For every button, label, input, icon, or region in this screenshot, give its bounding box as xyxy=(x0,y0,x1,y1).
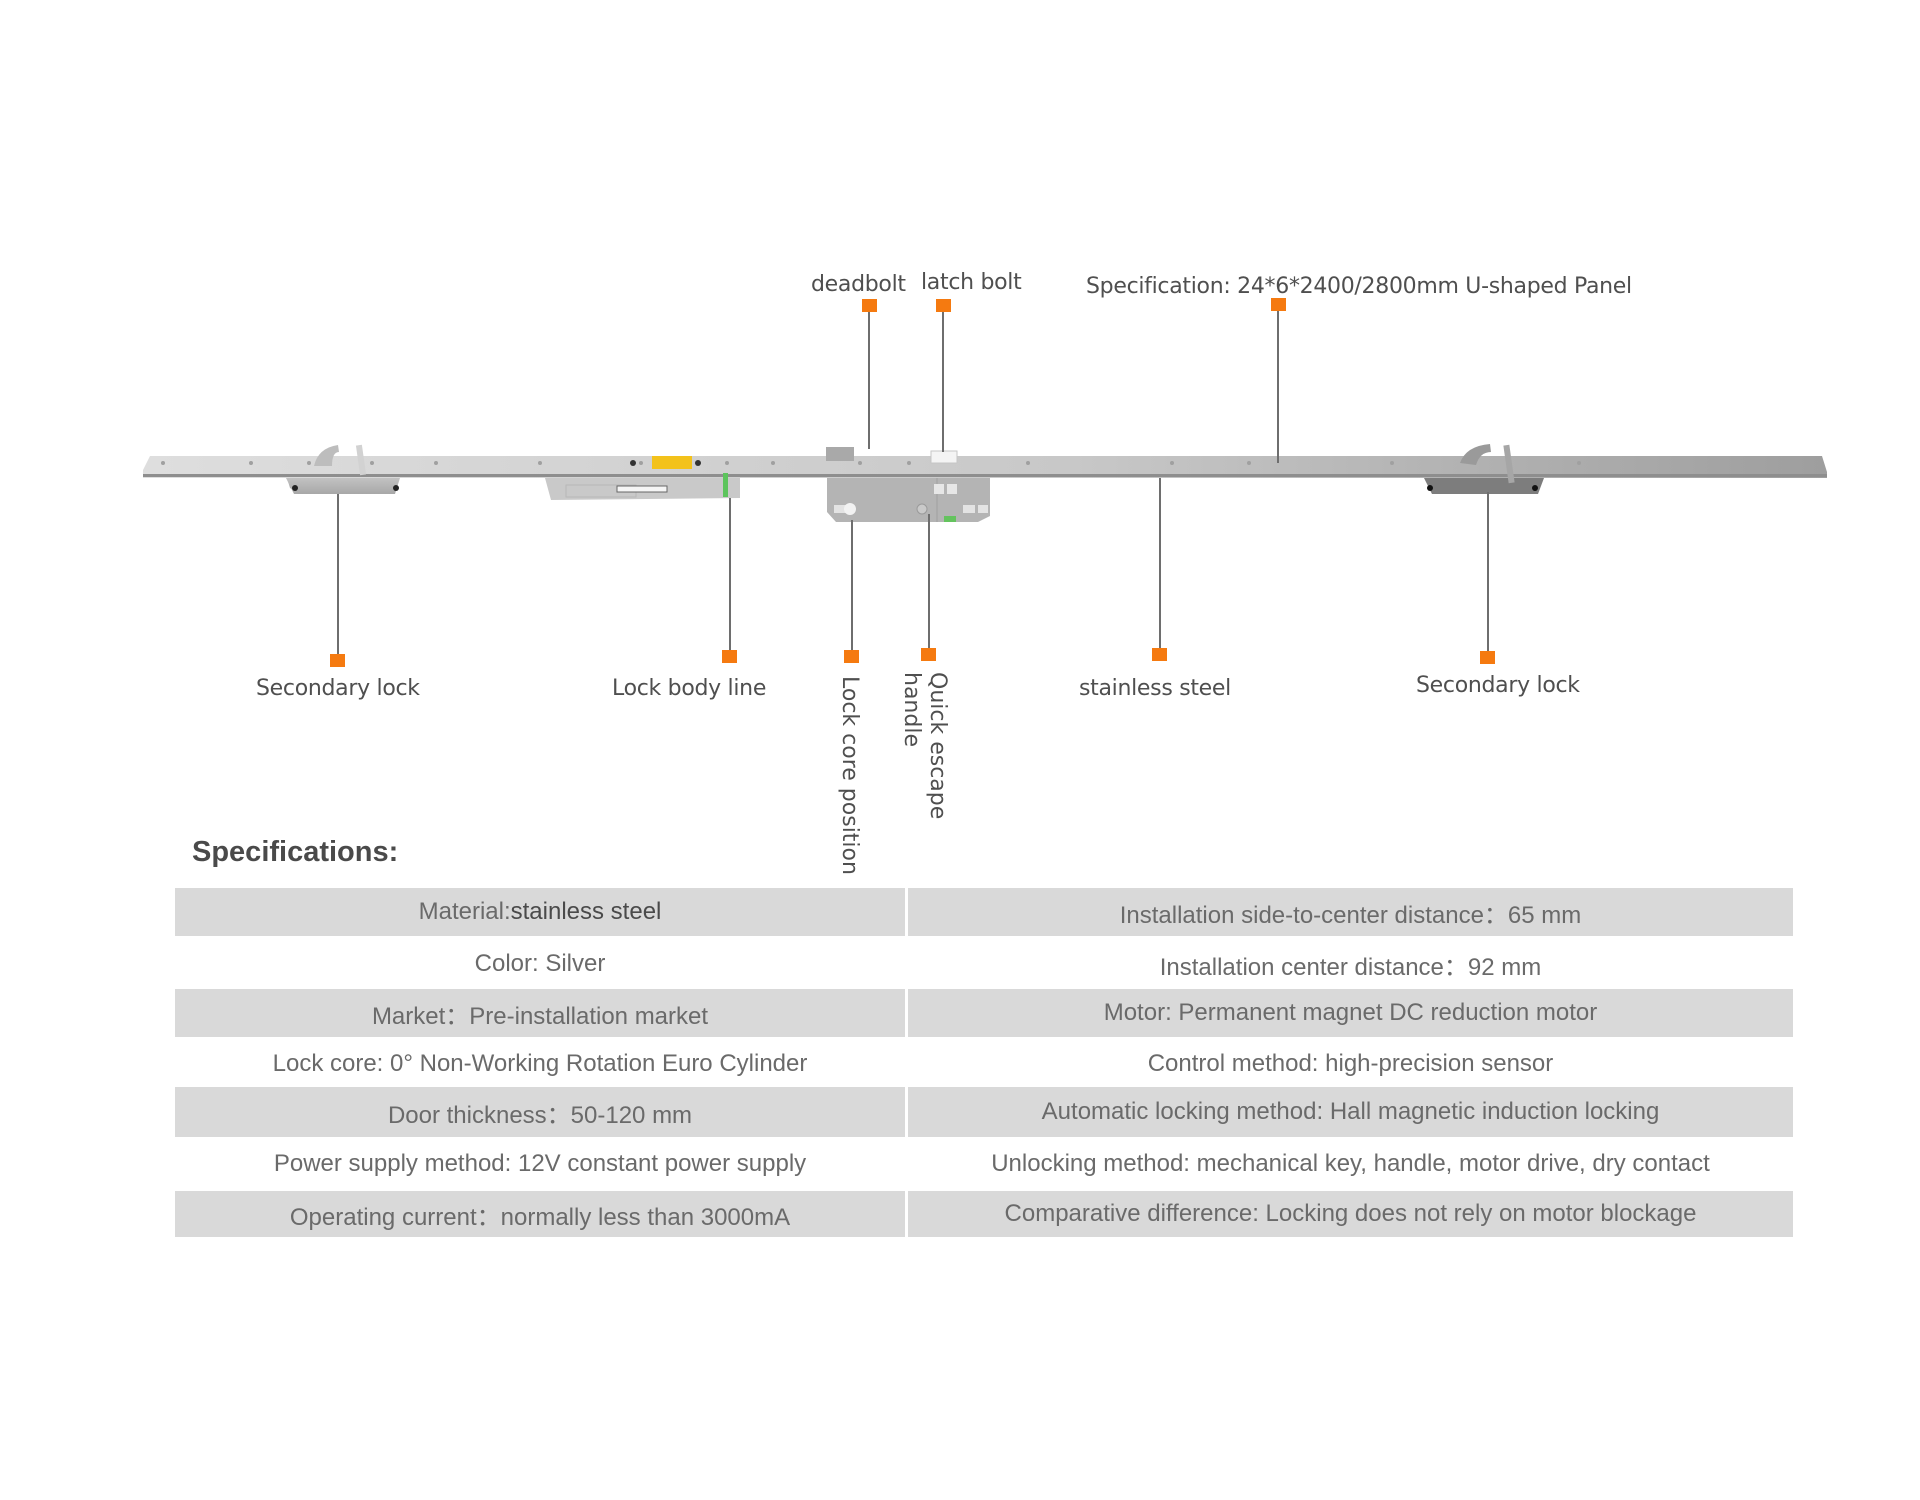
callout-stainless-steel-marker xyxy=(1152,648,1167,661)
spec-cell-left: Color: Silver xyxy=(175,940,905,988)
callout-lock-core-position-line xyxy=(851,520,853,650)
callout-secondary-lock-left-label: Secondary lock xyxy=(256,676,420,701)
spec-cell-right: Unlocking method: mechanical key, handle… xyxy=(991,1150,1710,1177)
spec-left-text: Operating current：normally less than 300… xyxy=(289,1203,791,1231)
callout-secondary-lock-left-line xyxy=(337,494,339,654)
secondary-lock-right-body xyxy=(1424,444,1544,494)
callout-stainless-steel-line xyxy=(1159,478,1161,648)
screw-holes xyxy=(161,461,1796,465)
callout-specification-marker xyxy=(1271,298,1286,311)
specifications-heading: Specifications: xyxy=(192,836,399,868)
spec-row: Power supply method: 12V constant power … xyxy=(175,1140,1793,1188)
callout-lock-body-line-label: Lock body line xyxy=(612,676,767,701)
spec-left-value: stainless steel xyxy=(510,898,662,925)
spec-cell-left: Material: stainless steel xyxy=(175,888,905,936)
callout-deadbolt-label: deadbolt xyxy=(811,272,906,297)
spec-cell-right: Automatic locking method: Hall magnetic … xyxy=(908,1087,1793,1137)
lock-diagram: deadbolt latch bolt Specification: 24*6*… xyxy=(0,0,1920,875)
spec-cell-left: Lock core: 0° Non-Working Rotation Euro … xyxy=(175,1040,905,1088)
spec-row: Lock core: 0° Non-Working Rotation Euro … xyxy=(175,1040,1793,1088)
spec-cell-right: Comparative difference: Locking does not… xyxy=(908,1191,1793,1237)
callout-quick-escape-handle-label: Quick escape handle xyxy=(899,672,950,820)
spec-left-text: Market：Pre-installation market xyxy=(371,1002,709,1030)
callout-deadbolt-line xyxy=(868,312,870,449)
spec-cell-right: Installation side-to-center distance：65 … xyxy=(908,888,1793,936)
callout-secondary-lock-right-line xyxy=(1487,492,1489,652)
spec-cell-left: Operating current：normally less than 300… xyxy=(175,1191,905,1237)
spec-cell-left: Market：Pre-installation market xyxy=(175,989,905,1037)
spec-cell-right: Installation center distance：92 mm xyxy=(1159,953,1542,981)
spec-row: Market：Pre-installation market Motor: Per… xyxy=(175,989,1793,1037)
callout-quick-escape-handle-line xyxy=(928,514,930,648)
callout-lock-body-line-marker xyxy=(722,650,737,663)
spec-cell-right: Motor: Permanent magnet DC reduction mot… xyxy=(908,989,1793,1037)
callout-specification-line xyxy=(1277,311,1279,463)
spec-cell-right: Control method: high-precision sensor xyxy=(1147,1050,1554,1077)
callout-secondary-lock-left-marker xyxy=(330,654,345,667)
callout-lock-core-position-label: Lock core position xyxy=(837,676,862,875)
callout-quick-escape-handle-marker xyxy=(921,648,936,661)
rail xyxy=(143,456,1827,478)
spec-cell-left: Door thickness：50-120 mm xyxy=(175,1087,905,1137)
spec-row: Operating current：normally less than 300… xyxy=(175,1191,1793,1237)
spec-left-text: Color: Silver xyxy=(474,950,606,977)
spec-row: Color: Silver Installation center distanc… xyxy=(175,940,1793,988)
spec-left-text: Door thickness：50-120 mm xyxy=(387,1101,693,1129)
lock-body-module xyxy=(545,456,740,500)
callout-latch-bolt-label: latch bolt xyxy=(921,270,1022,295)
spec-cell-left: Power supply method: 12V constant power … xyxy=(175,1140,905,1188)
spec-left-text: Lock core: 0° Non-Working Rotation Euro … xyxy=(272,1050,808,1077)
main-lock-case xyxy=(826,447,990,522)
spec-left-text: Power supply method: 12V constant power … xyxy=(273,1150,807,1177)
callout-lock-body-line-line xyxy=(729,498,731,650)
callout-latch-bolt-line xyxy=(942,312,944,452)
spec-row: Door thickness：50-120 mm Automatic lockin… xyxy=(175,1087,1793,1137)
callout-stainless-steel-label: stainless steel xyxy=(1079,676,1231,701)
callout-specification-label: Specification: 24*6*2400/2800mm U-shaped… xyxy=(1086,274,1632,299)
spec-left-text: Material: xyxy=(418,898,511,925)
callout-deadbolt-marker xyxy=(862,299,877,312)
callout-secondary-lock-right-label: Secondary lock xyxy=(1416,673,1580,698)
callout-secondary-lock-right-marker xyxy=(1480,651,1495,664)
callout-lock-core-position-marker xyxy=(844,650,859,663)
callout-latch-bolt-marker xyxy=(936,299,951,312)
lock-rail-illustration xyxy=(143,444,1827,522)
secondary-lock-left-body xyxy=(286,444,400,494)
